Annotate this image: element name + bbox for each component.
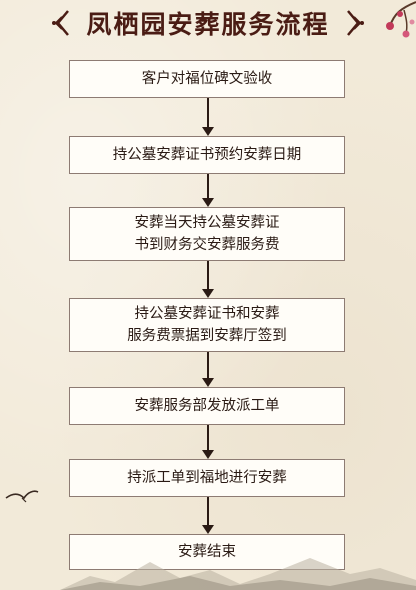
flow-step-4-line-2: 服务费票据到安葬厅签到 (127, 328, 287, 344)
flow-step-3: 安葬当天持公墓安葬证 书到财务交安葬服务费 (69, 207, 345, 261)
flow-step-2: 持公墓安葬证书预约安葬日期 (69, 136, 345, 174)
flow-step-1: 客户对福位碑文验收 (69, 60, 345, 98)
flow-step-1-text: 客户对福位碑文验收 (141, 71, 273, 87)
flow-step-5-text: 安葬服务部发放派工单 (134, 398, 280, 414)
ornament-left-icon (52, 10, 70, 36)
flow-step-3-line-1: 安葬当天持公墓安葬证 (134, 215, 280, 231)
flow-step-6: 持派工单到福地进行安葬 (69, 459, 345, 497)
title-bar: 凤栖园安葬服务流程 (0, 6, 416, 40)
flow-step-4-line-1: 持公墓安葬证书和安葬 (134, 306, 280, 322)
page-title: 凤栖园安葬服务流程 (86, 10, 330, 39)
flow-arrow-2 (202, 174, 214, 207)
flow-arrow-3 (202, 261, 214, 298)
flow-step-5: 安葬服务部发放派工单 (69, 387, 345, 425)
flow-step-4: 持公墓安葬证书和安葬 服务费票据到安葬厅签到 (69, 298, 345, 352)
plum-blossom-icon (386, 1, 416, 38)
flow-step-6-text: 持派工单到福地进行安葬 (127, 470, 287, 486)
flow-arrow-4 (202, 352, 214, 387)
mountain-landscape-icon (60, 558, 416, 590)
bird-icon (5, 490, 39, 503)
flow-arrow-5 (202, 425, 214, 459)
flow-step-7-text: 安葬结束 (178, 544, 236, 560)
flow-arrow-6 (202, 497, 214, 534)
flow-step-3-line-2: 书到财务交安葬服务费 (134, 237, 280, 253)
flow-arrow-1 (202, 98, 214, 136)
flow-step-2-text: 持公墓安葬证书预约安葬日期 (112, 147, 302, 163)
ornament-right-icon (346, 10, 364, 36)
